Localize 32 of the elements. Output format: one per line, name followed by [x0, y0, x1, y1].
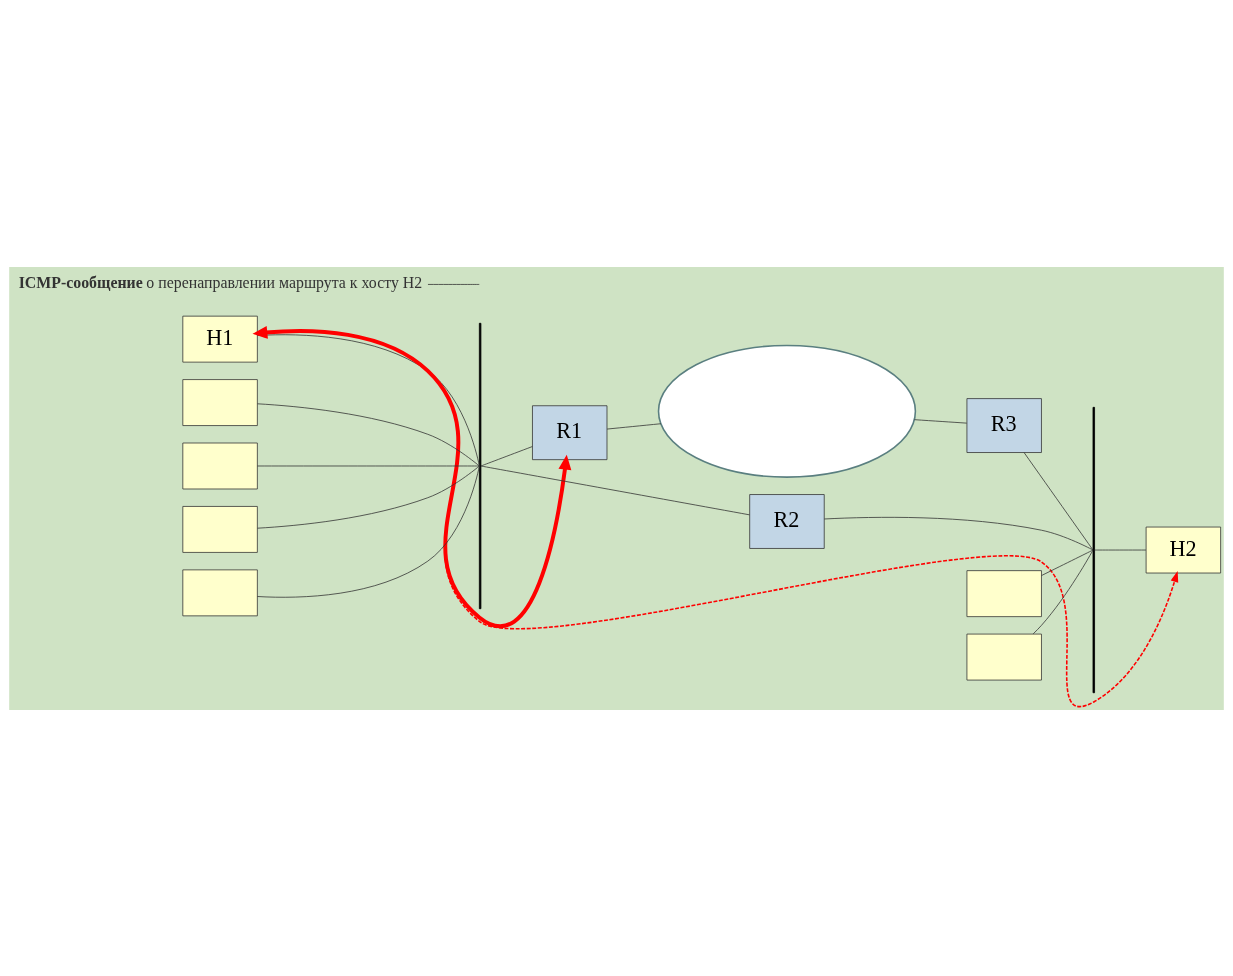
node-box — [966, 569, 1042, 617]
connector — [257, 402, 480, 466]
node-box — [966, 633, 1042, 680]
connector — [257, 465, 480, 529]
node-box: H2 — [1145, 526, 1222, 573]
node-bar — [1092, 406, 1095, 693]
node-box: R3 — [966, 397, 1042, 453]
connector — [1023, 451, 1094, 550]
connector — [256, 333, 480, 466]
node-box — [182, 568, 258, 616]
connector — [1041, 549, 1094, 576]
connector — [1032, 549, 1094, 634]
node-box — [182, 442, 258, 489]
connector — [480, 445, 533, 466]
arrow — [256, 329, 1179, 707]
node-box: R1 — [532, 404, 608, 460]
connector — [1094, 549, 1147, 550]
connector — [606, 422, 662, 429]
node-bar — [478, 322, 482, 609]
connector — [480, 465, 750, 515]
node-text: ICMP-сообщение о перенаправлении маршрута к хосту H2 — [18, 273, 423, 291]
node-cloud — [657, 344, 917, 478]
node-box — [182, 505, 258, 553]
connector — [256, 465, 480, 466]
node-box: R2 — [749, 493, 825, 549]
connector — [427, 283, 480, 285]
connector — [823, 516, 1094, 550]
connector — [256, 465, 480, 598]
connector — [914, 418, 968, 424]
node-box: H1 — [182, 315, 258, 363]
node-box — [182, 378, 258, 426]
arrow — [252, 325, 572, 628]
